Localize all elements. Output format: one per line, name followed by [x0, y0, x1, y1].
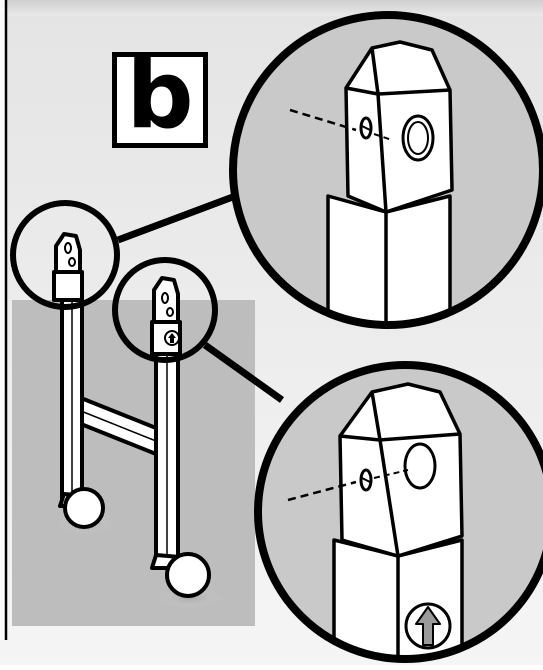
- step-label: b: [126, 41, 194, 150]
- step-label-box: b: [112, 41, 208, 150]
- detail-circle-top: [229, 11, 543, 329]
- highlight-circle-left: [10, 200, 120, 310]
- highlight-circle-right: [112, 257, 218, 363]
- dashed-guide-line: [289, 108, 357, 132]
- top-edge: [0, 0, 543, 16]
- connector-line-top: [116, 191, 240, 244]
- left-margin: [0, 0, 6, 640]
- connector-line-bottom: [202, 342, 285, 403]
- leg-frame: [52, 232, 224, 608]
- up-arrow-icon: [415, 606, 441, 646]
- detail-circle-bottom: [254, 361, 543, 663]
